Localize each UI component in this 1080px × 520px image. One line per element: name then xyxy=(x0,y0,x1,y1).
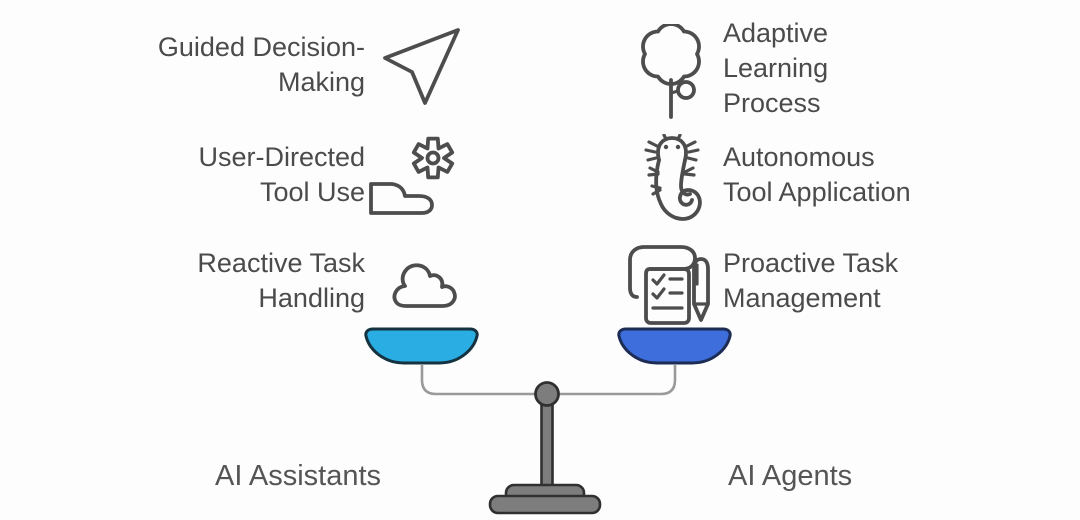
cloud-icon xyxy=(388,252,468,314)
right-pan xyxy=(617,327,732,365)
salamander-icon xyxy=(633,134,711,230)
scale-pole xyxy=(540,392,554,492)
left-pan xyxy=(364,327,479,365)
scale-pivot xyxy=(534,381,560,407)
balance-scale xyxy=(356,324,746,520)
left-item-user-directed-label: User-Directed Tool Use xyxy=(198,142,365,207)
learning-tree-icon xyxy=(628,24,714,122)
checklist-pen-icon xyxy=(626,242,718,328)
right-item-autonomous-tool-label: Autonomous Tool Application xyxy=(723,142,911,207)
right-item-adaptive-learning-label: Adaptive Learning Process xyxy=(723,18,829,118)
left-item-reactive-task-label: Reactive Task Handling xyxy=(197,248,365,313)
scale-base-lower xyxy=(488,494,602,515)
right-footer-label: AI Agents xyxy=(728,460,853,492)
left-footer-label: AI Assistants xyxy=(215,460,382,492)
gear-hand-plane-icon xyxy=(366,136,470,228)
paper-plane-icon xyxy=(383,25,468,110)
right-item-proactive-task-label: Proactive Task Management xyxy=(723,248,899,313)
left-item-guided-decision-label: Guided Decision- Making xyxy=(157,32,365,97)
